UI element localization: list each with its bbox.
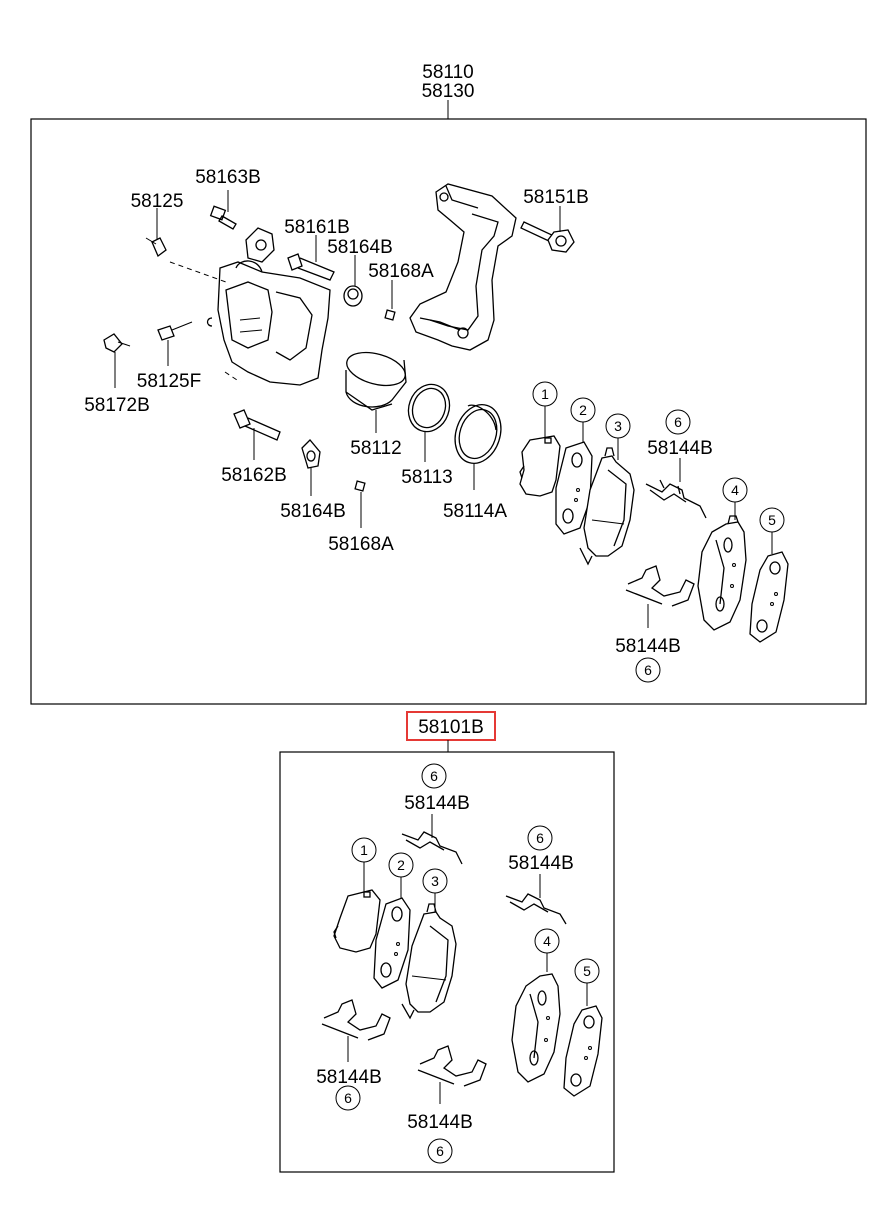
callout-circle-3-upper bbox=[605, 413, 631, 439]
shim-2-upper-drawing bbox=[555, 441, 593, 535]
callout-5-kit[interactable]: 5 bbox=[583, 963, 591, 979]
label-58144B-kit-top[interactable]: 58144B bbox=[404, 793, 470, 814]
shim-2-kit-drawing bbox=[373, 897, 411, 989]
callout-circle-2-upper bbox=[570, 397, 596, 423]
label-58164B-bottom[interactable]: 58164B bbox=[280, 501, 346, 522]
shim-1-upper-drawing bbox=[519, 435, 561, 497]
label-58161B[interactable]: 58161B bbox=[284, 217, 350, 238]
guide-pin-58162B-drawing bbox=[233, 409, 281, 441]
kit-part-number-highlight bbox=[406, 711, 496, 741]
bleeder-cap-58125-drawing bbox=[145, 237, 167, 258]
caliper-body-drawing bbox=[206, 227, 331, 386]
assembly-part-number-58110[interactable]: 58110 bbox=[422, 62, 473, 83]
label-58144B-kit-bottom[interactable]: 58144B bbox=[407, 1112, 473, 1133]
cap-58172B-drawing bbox=[103, 333, 131, 353]
pin-dash-line bbox=[169, 261, 227, 283]
callout-1-kit[interactable]: 1 bbox=[360, 842, 368, 858]
callout-1-upper[interactable]: 1 bbox=[541, 386, 549, 402]
label-58162B[interactable]: 58162B bbox=[221, 465, 287, 486]
label-58114A[interactable]: 58114A bbox=[443, 501, 507, 522]
pad-4-upper-drawing bbox=[697, 515, 747, 631]
clip-6-kit-top-drawing bbox=[401, 831, 463, 865]
clip-6-kit-right-drawing bbox=[505, 893, 567, 925]
label-58151B[interactable]: 58151B bbox=[523, 187, 589, 208]
callout-6-upper-low[interactable]: 6 bbox=[644, 662, 652, 678]
callout-circle-6-upper-low bbox=[635, 657, 661, 683]
callout-circle-6-kit-right bbox=[527, 825, 553, 851]
kit-part-number-58101B[interactable]: 58101B bbox=[418, 717, 484, 738]
callout-circle-1-upper bbox=[532, 381, 558, 407]
bolt-58163B-drawing bbox=[209, 205, 237, 230]
piston-58112-drawing bbox=[345, 351, 407, 411]
assembly-part-number-58130[interactable]: 58130 bbox=[422, 81, 475, 102]
callout-2-upper[interactable]: 2 bbox=[579, 402, 587, 418]
callout-6-upper-right[interactable]: 6 bbox=[674, 414, 682, 430]
bleeder-screw-58125F-drawing bbox=[157, 321, 193, 341]
callout-circle-5-upper bbox=[759, 507, 785, 533]
dust-boot-58114A-drawing bbox=[454, 404, 502, 464]
pad-3-upper-drawing bbox=[579, 447, 635, 566]
shim-5-upper-drawing bbox=[749, 551, 789, 643]
bolt-58151B-drawing bbox=[520, 221, 575, 253]
label-58144B-upper-low[interactable]: 58144B bbox=[615, 636, 681, 657]
callout-5-upper[interactable]: 5 bbox=[768, 512, 776, 528]
shim-1-kit-drawing bbox=[333, 889, 381, 953]
nut-58168A-top-drawing bbox=[384, 309, 396, 321]
pin-dash-line-2 bbox=[224, 371, 241, 383]
clip-6-upper-right-drawing bbox=[645, 479, 707, 519]
callout-circle-6-upper-right bbox=[665, 409, 691, 435]
pad-kit-frame bbox=[279, 751, 615, 1173]
clip-6-kit-left-low-drawing bbox=[321, 999, 391, 1041]
clip-6-upper-low-drawing bbox=[625, 565, 695, 607]
boot-58164B-bottom-drawing bbox=[301, 439, 321, 469]
label-58164B-top[interactable]: 58164B bbox=[327, 237, 393, 258]
pad-3-kit-drawing bbox=[401, 903, 457, 1020]
callout-circle-6-kit-top bbox=[421, 763, 447, 789]
label-58163B[interactable]: 58163B bbox=[195, 167, 261, 188]
label-58125[interactable]: 58125 bbox=[131, 191, 184, 212]
callout-2-kit[interactable]: 2 bbox=[397, 857, 405, 873]
clip-6-kit-bottom-drawing bbox=[417, 1045, 487, 1087]
label-58125F[interactable]: 58125F bbox=[137, 371, 201, 392]
callout-4-kit[interactable]: 4 bbox=[543, 933, 551, 949]
callout-circle-6-kit-left-low bbox=[335, 1085, 361, 1111]
callout-6-kit-top[interactable]: 6 bbox=[430, 768, 438, 784]
nut-58168A-bottom-drawing bbox=[354, 480, 366, 492]
callout-circle-4-upper bbox=[722, 477, 748, 503]
label-58144B-kit-right[interactable]: 58144B bbox=[508, 853, 574, 874]
callout-4-upper[interactable]: 4 bbox=[731, 482, 739, 498]
guide-pin-58161B-drawing bbox=[287, 253, 335, 281]
pad-4-kit-drawing bbox=[511, 973, 561, 1083]
callout-circle-6-kit-bottom bbox=[427, 1138, 453, 1164]
caliper-bracket-drawing bbox=[409, 183, 517, 351]
label-58144B-upper-right[interactable]: 58144B bbox=[647, 438, 713, 459]
label-58168A-bottom[interactable]: 58168A bbox=[328, 534, 394, 555]
piston-seal-58113-drawing bbox=[407, 383, 451, 433]
callout-6-kit-left-low[interactable]: 6 bbox=[344, 1090, 352, 1106]
callout-6-kit-right[interactable]: 6 bbox=[536, 830, 544, 846]
caliper-assembly-frame bbox=[30, 118, 867, 705]
shim-5-kit-drawing bbox=[563, 1005, 603, 1097]
callout-3-kit[interactable]: 3 bbox=[431, 873, 439, 889]
label-58112[interactable]: 58112 bbox=[350, 438, 401, 459]
label-58113[interactable]: 58113 bbox=[401, 467, 452, 488]
callout-6-kit-bottom[interactable]: 6 bbox=[436, 1143, 444, 1159]
label-58168A-top[interactable]: 58168A bbox=[368, 261, 434, 282]
label-58172B[interactable]: 58172B bbox=[84, 395, 150, 416]
boot-58164B-top-drawing bbox=[343, 285, 363, 307]
label-58144B-kit-left-low[interactable]: 58144B bbox=[316, 1067, 382, 1088]
callout-3-upper[interactable]: 3 bbox=[614, 418, 622, 434]
